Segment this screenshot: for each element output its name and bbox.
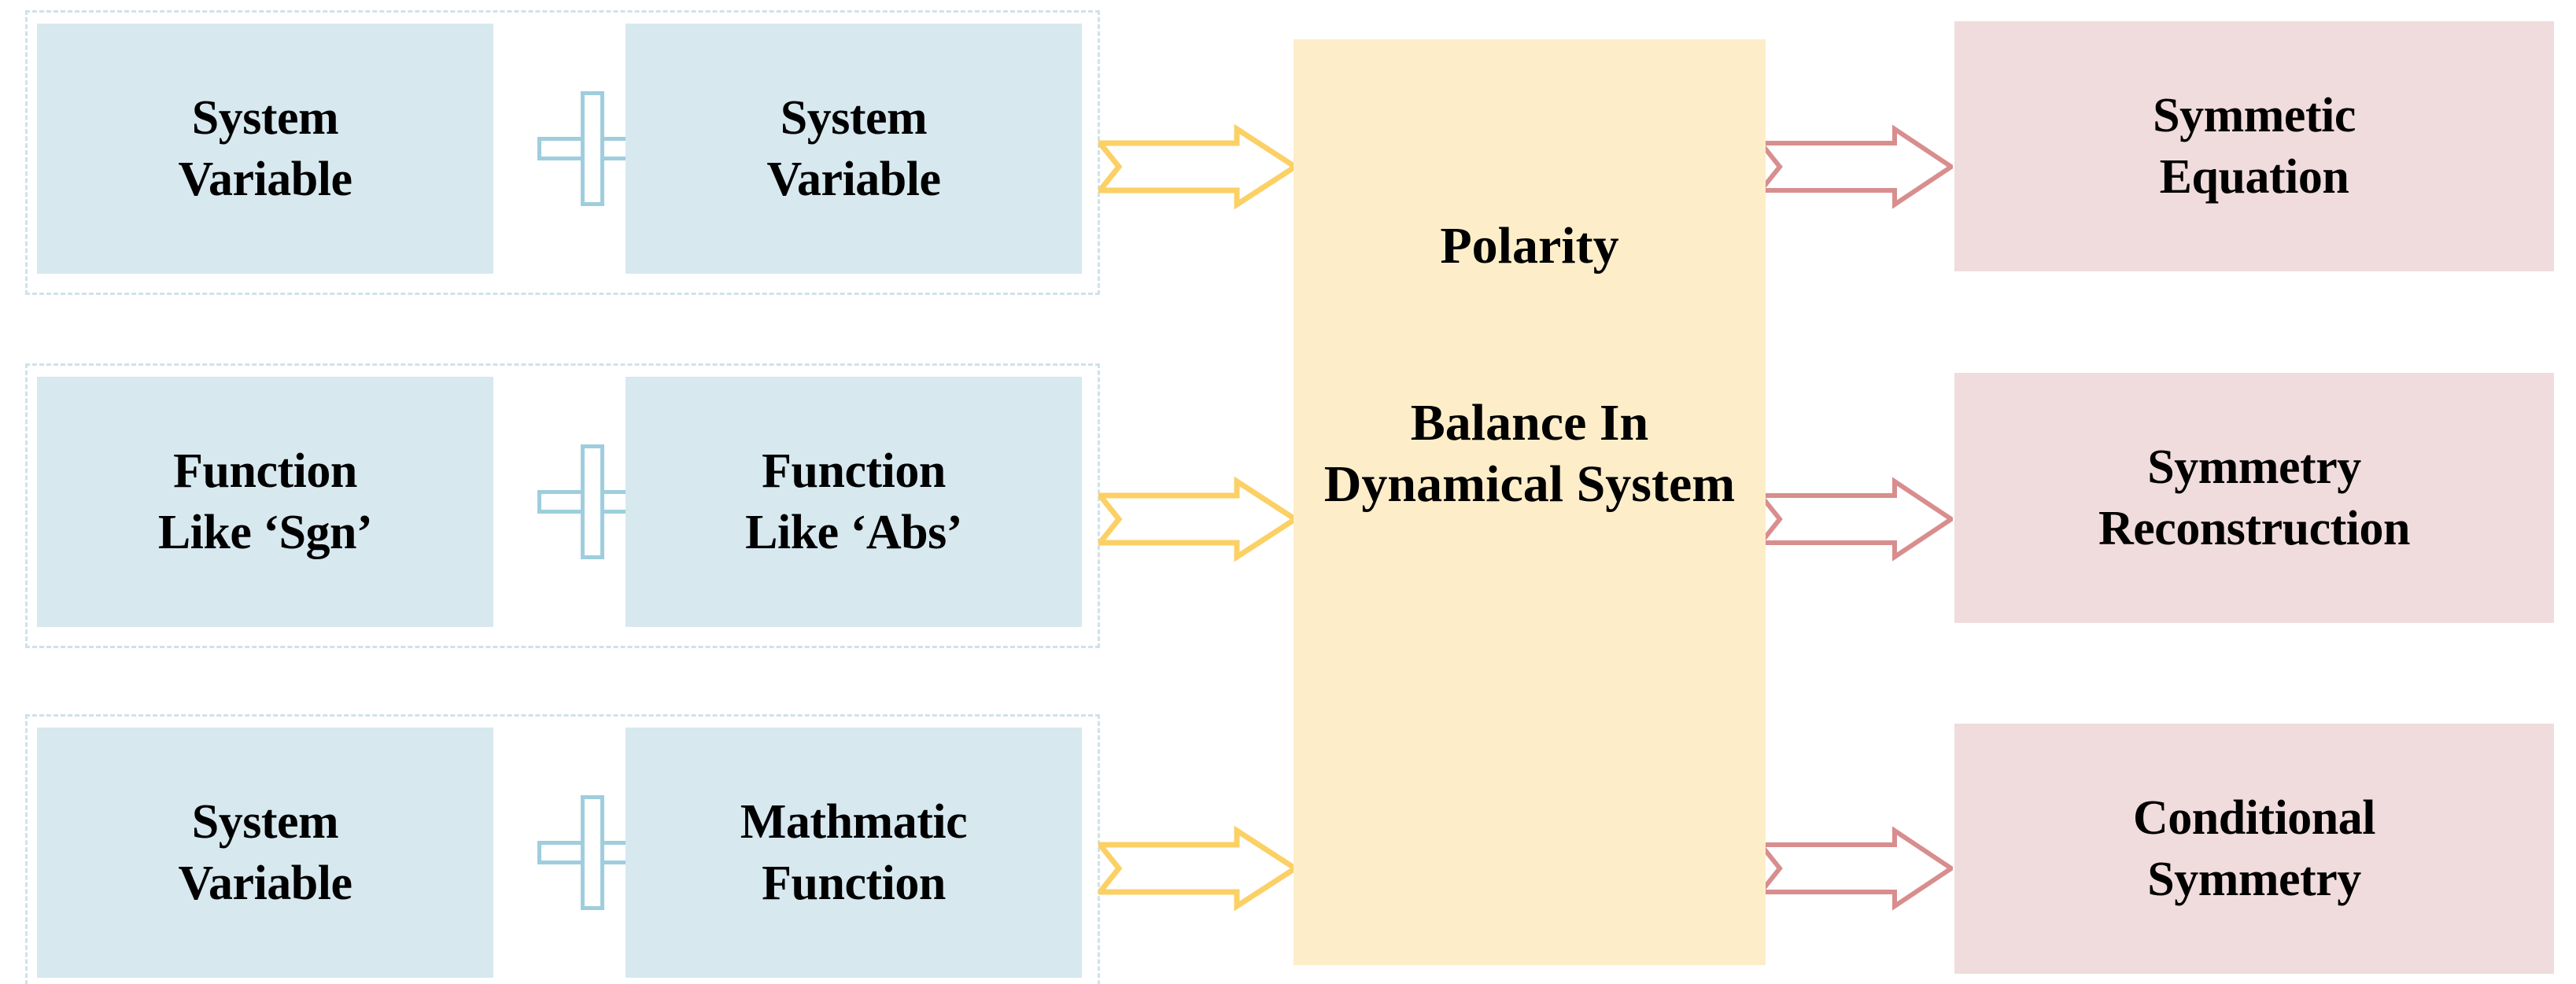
input-box-row-2-operand-a[interactable]: Function Like ‘Sgn’	[37, 377, 493, 627]
right-arrow-icon-row-1-left	[1098, 124, 1297, 209]
right-arrow-icon-row-2-left	[1098, 477, 1297, 562]
input-group-row-3: System Variable Mathmatic Function	[25, 714, 1100, 984]
input-box-line: System	[191, 91, 339, 145]
input-box-line: Mathmatic	[740, 795, 968, 849]
input-box-line: Variable	[178, 857, 352, 910]
right-arrow-icon-row-3-left	[1098, 826, 1297, 911]
center-panel[interactable]: Polarity Balance In Dynamical System	[1294, 39, 1766, 965]
center-panel-title: Polarity	[1440, 217, 1619, 275]
input-box-line: System	[780, 91, 928, 145]
input-box-line: Variable	[766, 153, 941, 206]
plus-icon-vertical-bar	[581, 91, 604, 206]
output-box-conditional-symmetry[interactable]: Conditional Symmetry	[1954, 724, 2554, 974]
right-arrow-icon-row-2-right	[1759, 477, 1953, 562]
output-box-line: Symmetic	[2153, 89, 2356, 142]
input-box-row-3-operand-b[interactable]: Mathmatic Function	[626, 728, 1082, 978]
output-box-line: Symmetry	[2147, 853, 2361, 906]
input-box-row-3-operand-a[interactable]: System Variable	[37, 728, 493, 978]
output-box-symmetic-equation[interactable]: Symmetic Equation	[1954, 21, 2554, 271]
plus-icon-vertical-bar	[581, 444, 604, 559]
input-box-line: Like ‘Sgn’	[157, 506, 373, 559]
output-box-line: Reconstruction	[2098, 502, 2410, 555]
input-box-line: Like ‘Abs’	[745, 506, 962, 559]
input-group-row-2: Function Like ‘Sgn’ Function Like ‘Abs’	[25, 363, 1100, 648]
output-box-line: Symmetry	[2147, 440, 2361, 494]
input-box-row-1-operand-b[interactable]: System Variable	[626, 24, 1082, 274]
output-box-line: Equation	[2159, 150, 2349, 204]
output-box-line: Conditional	[2132, 791, 2376, 845]
input-box-line: Variable	[178, 153, 352, 206]
center-panel-subtitle: Balance In Dynamical System	[1323, 394, 1736, 514]
input-box-line: System	[191, 795, 339, 849]
input-box-line: Function	[762, 444, 946, 498]
plus-icon-vertical-bar	[581, 795, 604, 910]
right-arrow-icon-row-3-right	[1759, 826, 1953, 911]
output-box-symmetry-reconstruction[interactable]: Symmetry Reconstruction	[1954, 373, 2554, 623]
input-box-row-2-operand-b[interactable]: Function Like ‘Abs’	[626, 377, 1082, 627]
input-group-row-1: System Variable System Variable	[25, 10, 1100, 295]
input-box-line: Function	[173, 444, 357, 498]
input-box-line: Function	[762, 857, 946, 910]
input-box-row-1-operand-a[interactable]: System Variable	[37, 24, 493, 274]
right-arrow-icon-row-1-right	[1759, 124, 1953, 209]
